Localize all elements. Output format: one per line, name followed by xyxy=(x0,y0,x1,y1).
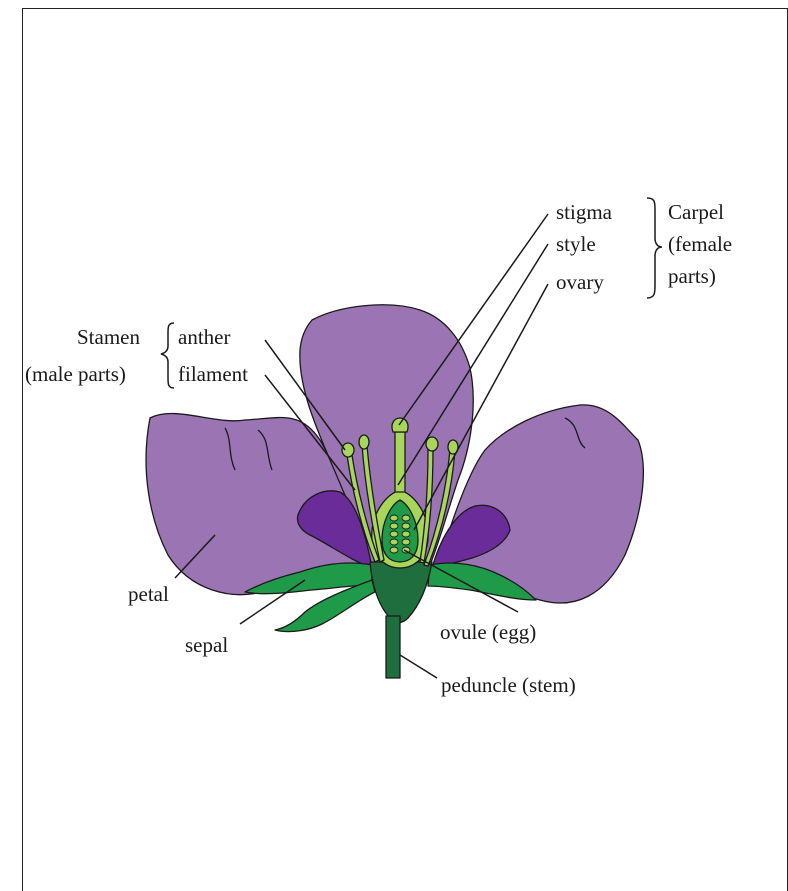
carpel-brace xyxy=(647,198,662,298)
label-stamen-male: (male parts) xyxy=(25,362,126,386)
label-ovary: ovary xyxy=(556,270,604,294)
label-stigma: stigma xyxy=(556,200,613,224)
anther-right-1 xyxy=(426,437,438,451)
anther-left-1 xyxy=(342,443,354,457)
receptacle xyxy=(370,562,432,623)
leader-peduncle xyxy=(400,655,437,678)
label-carpel-female: (female xyxy=(668,232,732,256)
label-stamen: Stamen xyxy=(77,325,140,349)
label-anther: anther xyxy=(178,325,230,349)
label-carpel: Carpel xyxy=(668,200,724,224)
label-peduncle: peduncle (stem) xyxy=(441,673,576,697)
label-carpel-parts: parts) xyxy=(668,264,716,288)
label-sepal: sepal xyxy=(185,633,228,657)
stigma xyxy=(392,418,408,432)
label-ovule: ovule (egg) xyxy=(440,620,536,644)
label-style: style xyxy=(556,232,596,256)
stamen-brace xyxy=(161,323,174,388)
label-filament: filament xyxy=(178,362,248,386)
anther-left-2 xyxy=(359,435,369,449)
label-petal: petal xyxy=(128,582,169,606)
peduncle-stem xyxy=(386,616,400,678)
